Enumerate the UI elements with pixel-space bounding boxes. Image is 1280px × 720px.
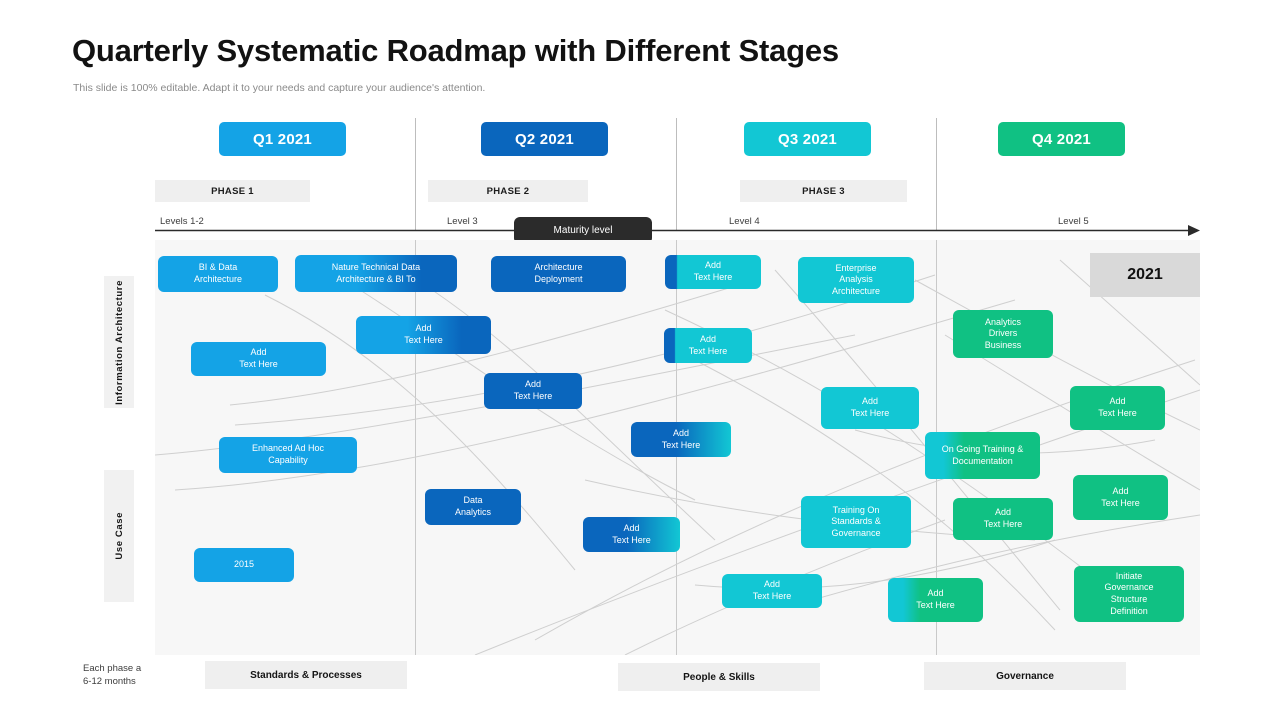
roadmap-node[interactable]: On Going Training & Documentation [925,432,1040,479]
roadmap-node[interactable]: 2015 [194,548,294,582]
level-label-3: Level 4 [729,216,760,227]
roadmap-node-label: Initiate Governance Structure Definition [1104,570,1154,616]
footer-note: Each phase a 6-12 months [83,663,142,687]
roadmap-node-label: On Going Training & Documentation [941,443,1024,466]
year-chip-2021: 2021 [1090,253,1200,297]
phase-label: PHASE 2 [486,185,530,197]
phase-chip-1: PHASE 1 [155,180,310,202]
page-subtitle: This slide is 100% editable. Adapt it to… [73,82,486,94]
phase-chip-3: PHASE 3 [740,180,907,202]
roadmap-node[interactable]: Enterprise Analysis Architecture [798,257,914,303]
footer-chip-label: People & Skills [683,671,755,683]
roadmap-node[interactable]: Add Text Here [665,255,761,289]
footer-chip: People & Skills [618,663,820,691]
quarter-label: Q2 2021 [515,130,574,148]
roadmap-node[interactable]: Analytics Drivers Business [953,310,1053,358]
roadmap-node-label: Analytics Drivers Business [984,316,1022,350]
roadmap-node-label: Architecture Deployment [534,262,583,284]
quarter-label: Q1 2021 [253,130,312,148]
roadmap-node[interactable]: Add Text Here [1073,475,1168,520]
roadmap-node-label: Training On Standards & Governance [831,504,881,538]
phase-chip-2: PHASE 2 [428,180,588,202]
roadmap-node[interactable]: Initiate Governance Structure Definition [1074,566,1184,622]
maturity-level-pill: Maturity level [514,217,652,244]
roadmap-node[interactable]: Architecture Deployment [491,256,626,292]
level-label-2: Level 3 [447,216,478,227]
roadmap-node-label: Add Text Here [916,588,955,610]
roadmap-node-label: Add Text Here [688,333,728,356]
roadmap-node-label: Add Text Here [1101,485,1140,508]
footer-chip: Standards & Processes [205,661,407,689]
roadmap-node[interactable]: Add Text Here [583,517,680,552]
roadmap-node[interactable]: Add Text Here [953,498,1053,540]
roadmap-node[interactable]: Add Text Here [356,316,491,354]
roadmap-node-label: Add Text Here [661,427,701,450]
quarter-pill-q3[interactable]: Q3 2021 [744,122,871,156]
roadmap-node-label: Add Text Here [513,379,553,401]
roadmap-node-label: 2015 [233,559,255,570]
roadmap-node[interactable]: Enhanced Ad Hoc Capability [219,437,357,473]
roadmap-node[interactable]: Add Text Here [631,422,731,457]
roadmap-node-label: Enhanced Ad Hoc Capability [251,443,325,465]
roadmap-node-label: Add Text Here [239,347,278,369]
roadmap-node[interactable]: Add Text Here [888,578,983,622]
category-label-use-case: Use Case [104,470,134,602]
roadmap-node-label: Data Analytics [454,495,491,517]
roadmap-node[interactable]: Add Text Here [664,328,752,363]
roadmap-node-label: Add Text Here [983,507,1023,529]
roadmap-node[interactable]: Training On Standards & Governance [801,496,911,548]
roadmap-node-label: Add Text Here [404,323,443,345]
roadmap-node-label: Enterprise Analysis Architecture [831,262,881,296]
roadmap-node-label: Add Text Here [693,260,733,282]
phase-label: PHASE 3 [802,185,845,197]
roadmap-node-label: Add Text Here [752,579,792,601]
roadmap-node[interactable]: Add Text Here [191,342,326,376]
roadmap-node-label: Nature Technical Data Architecture & BI … [331,261,421,284]
quarter-pill-q4[interactable]: Q4 2021 [998,122,1125,156]
footer-chip: Governance [924,662,1126,690]
roadmap-node-label: Add Text Here [612,522,651,545]
page-title: Quarterly Systematic Roadmap with Differ… [72,33,839,68]
category-label-information-architecture: Information Architecture [104,276,134,408]
maturity-level-label: Maturity level [553,225,613,236]
roadmap-node[interactable]: Add Text Here [484,373,582,409]
quarter-pill-q2[interactable]: Q2 2021 [481,122,608,156]
quarter-pill-q1[interactable]: Q1 2021 [219,122,346,156]
quarter-label: Q3 2021 [778,130,837,148]
roadmap-node[interactable]: Add Text Here [1070,386,1165,430]
phase-label: PHASE 1 [211,185,254,197]
footer-chip-label: Governance [996,670,1054,682]
roadmap-node[interactable]: Nature Technical Data Architecture & BI … [295,255,457,292]
roadmap-node[interactable]: BI & Data Architecture [158,256,278,292]
level-label-4: Level 5 [1058,216,1089,227]
roadmap-node[interactable]: Add Text Here [722,574,822,608]
roadmap-node-label: BI & Data Architecture [193,262,243,284]
level-label-1: Levels 1-2 [160,216,204,227]
roadmap-node-label: Add Text Here [1098,396,1137,418]
roadmap-node-label: Add Text Here [850,396,890,418]
quarter-label: Q4 2021 [1032,130,1091,148]
panel-divider-1 [415,240,416,655]
footer-chip-label: Standards & Processes [250,669,362,681]
roadmap-node[interactable]: Add Text Here [821,387,919,429]
roadmap-node[interactable]: Data Analytics [425,489,521,525]
